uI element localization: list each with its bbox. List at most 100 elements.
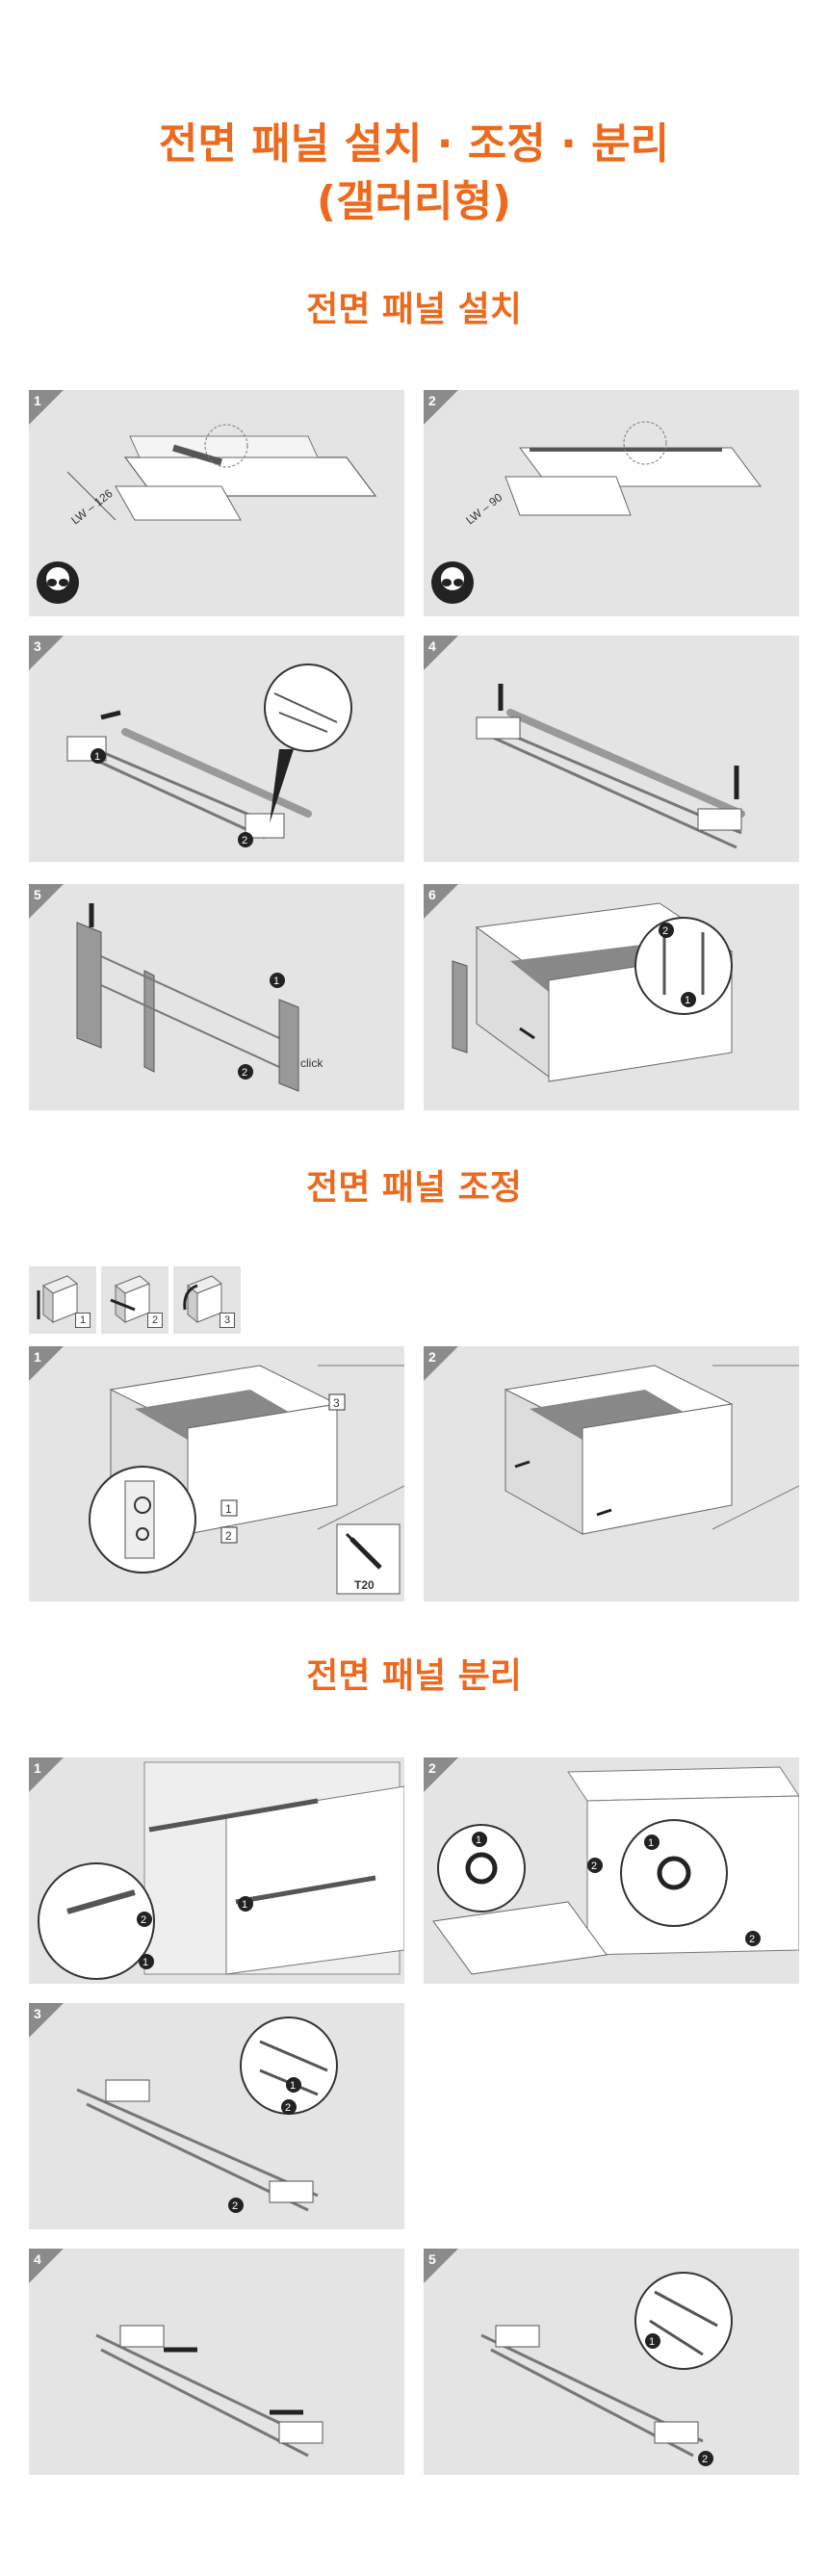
callout-2: 2 xyxy=(225,1529,232,1543)
arrow-icon xyxy=(270,749,294,823)
arrow-icon xyxy=(514,1460,530,1469)
step-number: 4 xyxy=(29,2249,64,2283)
badge-2 xyxy=(238,1064,253,1080)
adjust-mode-2: 2 xyxy=(101,1266,168,1334)
arrow-icon xyxy=(110,1298,136,1312)
remove-step-2-illustration: 1 2 1 2 xyxy=(432,1766,799,1975)
step-number: 5 xyxy=(424,2249,458,2283)
mode-number: 2 xyxy=(147,1313,163,1328)
remove-step-5-illustration: 1 2 xyxy=(480,2272,733,2466)
lw90-label: LW – 90 xyxy=(463,490,505,527)
lw126-label: LW – 126 xyxy=(68,486,116,527)
page-title-line2: (갤러리형) xyxy=(316,177,512,226)
mode-number: 1 xyxy=(75,1313,91,1328)
badge-2 xyxy=(137,1912,152,1927)
install-step-4-panel: 4 xyxy=(424,636,799,862)
install-step-1-panel: 1 LW – 126 xyxy=(29,390,404,616)
step-number: 1 xyxy=(29,1757,64,1792)
svg-text:1: 1 xyxy=(290,2080,296,2092)
svg-text:1: 1 xyxy=(94,751,100,763)
arrow-icon xyxy=(100,710,121,720)
svg-text:1: 1 xyxy=(476,1834,481,1846)
badge-1 xyxy=(681,992,696,1007)
svg-text:2: 2 xyxy=(242,1067,247,1079)
install-step-2-panel: 2 LW – 90 xyxy=(424,390,799,616)
install-step-5-illustration: 1 2 click xyxy=(76,903,323,1092)
badge-1 xyxy=(238,1896,253,1912)
callout-1: 1 xyxy=(225,1502,232,1516)
badge-1 xyxy=(91,748,106,764)
badge-1 xyxy=(645,2333,660,2349)
step-number: 2 xyxy=(424,1346,458,1381)
badge-1 xyxy=(139,1954,154,1969)
svg-text:1: 1 xyxy=(649,2336,655,2348)
svg-text:1: 1 xyxy=(685,995,690,1006)
page-title-line1: 전면 패널 설치 · 조정 · 분리 xyxy=(158,119,670,169)
click-label: click xyxy=(300,1056,323,1070)
adjust-mode-1: 1 xyxy=(29,1266,96,1334)
install-step-5-panel: 5 1 2 click xyxy=(29,884,404,1110)
remove-step-1-illustration: 2 1 1 xyxy=(38,1761,404,1980)
svg-text:2: 2 xyxy=(702,2454,708,2465)
callout-3: 3 xyxy=(333,1396,340,1410)
install-step-6-illustration: 2 1 xyxy=(452,902,734,1082)
screwdriver-icon: T20 xyxy=(336,1523,401,1595)
svg-text:2: 2 xyxy=(749,1934,755,1945)
remove-step-5-panel: 5 1 2 xyxy=(424,2249,799,2475)
svg-text:2: 2 xyxy=(232,2200,238,2212)
remove-step-1-panel: 1 2 1 1 xyxy=(29,1757,404,1984)
adjust-mode-1-illustration xyxy=(37,1275,78,1324)
badge-2 xyxy=(698,2451,713,2466)
step-number: 3 xyxy=(29,636,64,670)
svg-text:1: 1 xyxy=(142,1957,148,1968)
safety-goggles-icon xyxy=(431,561,474,604)
remove-step-4-panel: 4 xyxy=(29,2249,404,2475)
install-step-1-illustration: LW – 126 xyxy=(37,424,377,604)
badge-1 xyxy=(472,1832,487,1847)
remove-step-4-illustration xyxy=(95,2325,323,2458)
svg-text:1: 1 xyxy=(273,976,279,987)
step-number: 2 xyxy=(424,1757,458,1792)
section-title-remove: 전면 패널 분리 xyxy=(306,1656,522,1696)
badge-2 xyxy=(228,2198,244,2213)
svg-text:2: 2 xyxy=(242,835,247,846)
arrow-icon xyxy=(183,1284,198,1311)
adjust-mode-3-illustration xyxy=(183,1275,222,1324)
svg-text:2: 2 xyxy=(141,1914,146,1926)
adjust-step-2-illustration xyxy=(504,1365,799,1535)
badge-1 xyxy=(286,2077,301,2093)
mode-number: 3 xyxy=(220,1313,235,1328)
adjust-step-2-panel: 2 xyxy=(424,1346,799,1601)
remove-step-3-panel: 3 1 2 2 xyxy=(29,2003,404,2229)
svg-text:1: 1 xyxy=(648,1837,654,1849)
arrow-icon xyxy=(596,1508,612,1517)
section-title-install: 전면 패널 설치 xyxy=(306,290,522,329)
badge-1 xyxy=(270,973,285,988)
install-step-3-panel: 3 1 2 xyxy=(29,636,404,862)
section-title-adjust: 전면 패널 조정 xyxy=(306,1168,522,1208)
badge-2 xyxy=(659,923,674,938)
install-step-3-illustration: 1 2 xyxy=(66,664,352,847)
install-step-6-panel: 6 2 1 xyxy=(424,884,799,1110)
adjust-step-1-illustration: 1 2 3 T20 xyxy=(89,1365,404,1595)
badge-2 xyxy=(238,832,253,847)
install-step-4-illustration xyxy=(476,684,745,849)
adjust-step-1-panel: 1 1 2 3 T20 xyxy=(29,1346,404,1601)
badge-1 xyxy=(644,1834,660,1850)
remove-step-3-illustration: 1 2 2 xyxy=(76,2017,338,2213)
svg-text:2: 2 xyxy=(285,2102,291,2114)
step-number: 5 xyxy=(29,884,64,919)
svg-text:1: 1 xyxy=(242,1899,247,1911)
badge-2 xyxy=(745,1931,761,1946)
step-number: 1 xyxy=(29,1346,64,1381)
remove-step-2-panel: 2 1 2 1 2 xyxy=(424,1757,799,1984)
t20-label: T20 xyxy=(354,1578,375,1592)
svg-text:2: 2 xyxy=(662,925,668,937)
safety-goggles-icon xyxy=(37,561,79,604)
step-number: 4 xyxy=(424,636,458,670)
step-number: 6 xyxy=(424,884,458,919)
page-title: 전면 패널 설치 · 조정 · 분리 (갤러리형) xyxy=(0,116,828,231)
badge-2 xyxy=(587,1858,603,1873)
adjust-mode-3: 3 xyxy=(173,1266,241,1334)
install-step-2-illustration: LW – 90 xyxy=(431,421,762,604)
